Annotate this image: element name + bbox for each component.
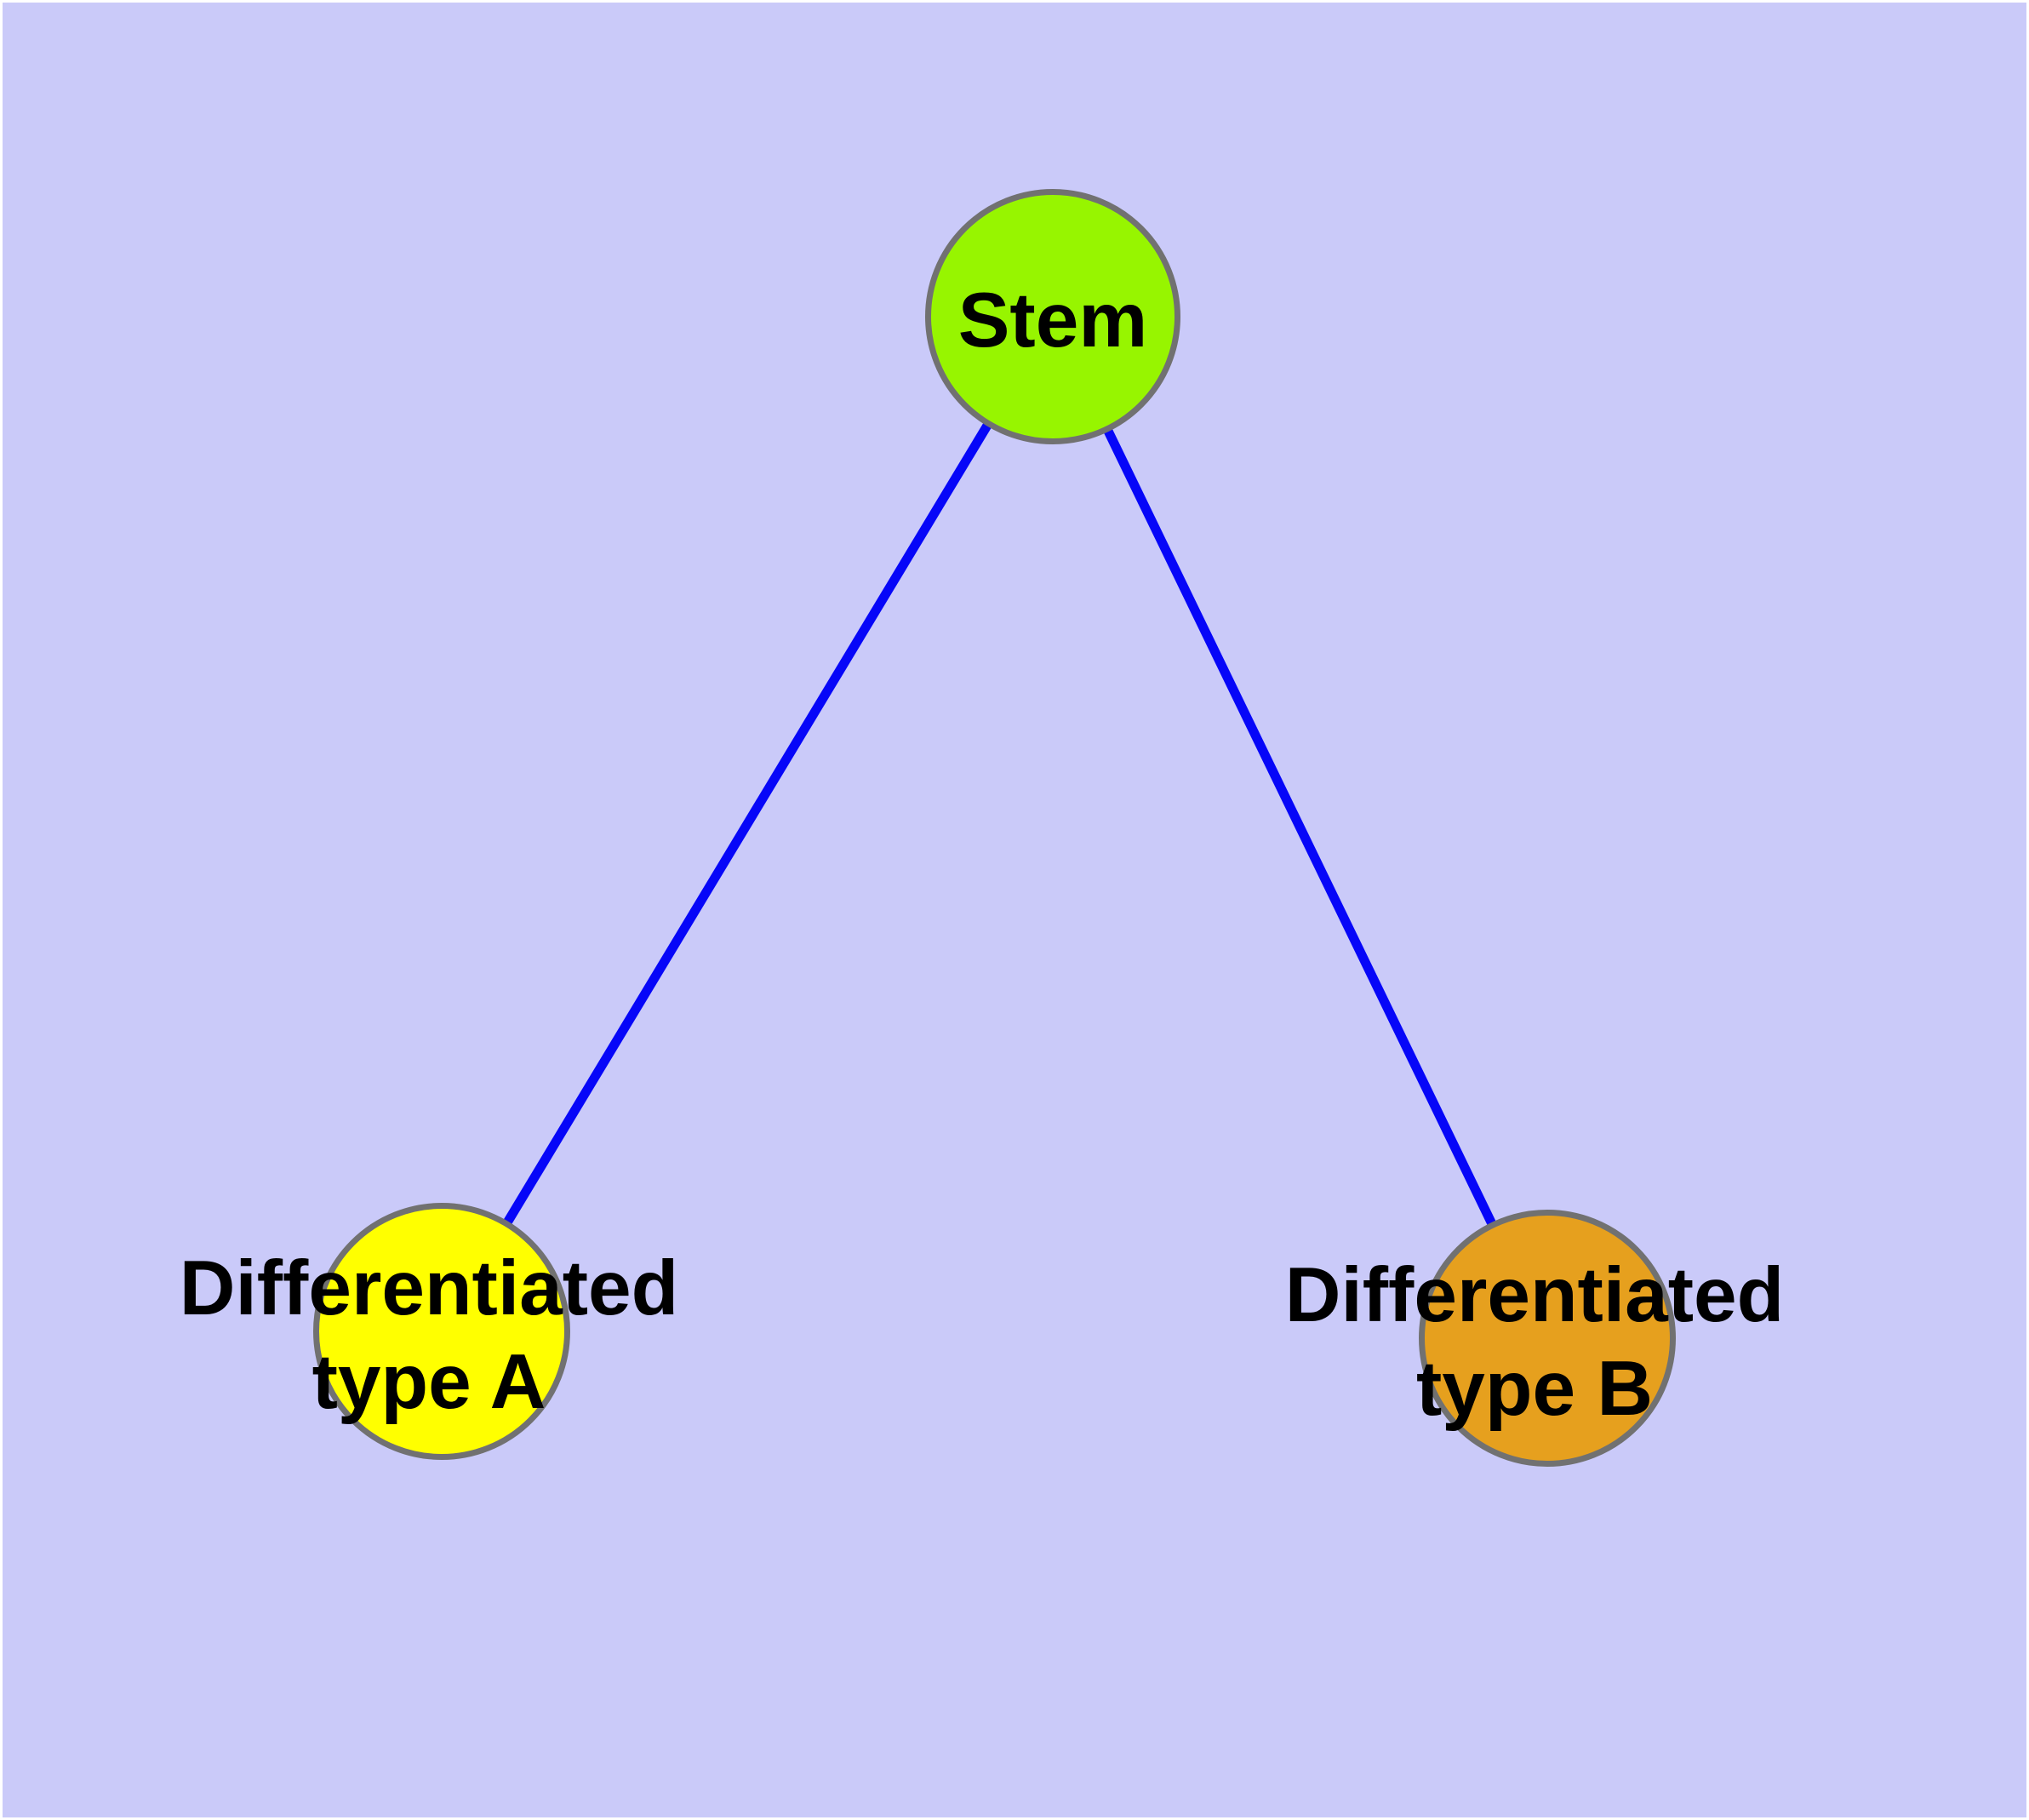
node-type-b-label-line-2: type B — [1415, 1346, 1654, 1432]
node-differentiated-type-b: Differentiated type B — [1285, 1210, 1784, 1467]
node-stem-label-line: Stem — [957, 278, 1148, 363]
edge-stem-to-type-b — [1049, 314, 1552, 1341]
edge-stem-to-type-a — [437, 314, 1057, 1334]
node-differentiated-type-a: Differentiated type A — [180, 1203, 678, 1460]
node-type-b-label-line-1: Differentiated — [1284, 1252, 1785, 1338]
node-type-a-label-line-2: type A — [311, 1339, 546, 1425]
node-stem: Stem — [925, 189, 1180, 444]
node-stem-label: Stem — [958, 274, 1148, 368]
node-type-a-label-line-1: Differentiated — [179, 1245, 679, 1331]
node-type-a-label: Differentiated type A — [180, 1242, 679, 1429]
node-type-b-label: Differentiated type B — [1285, 1249, 1785, 1436]
